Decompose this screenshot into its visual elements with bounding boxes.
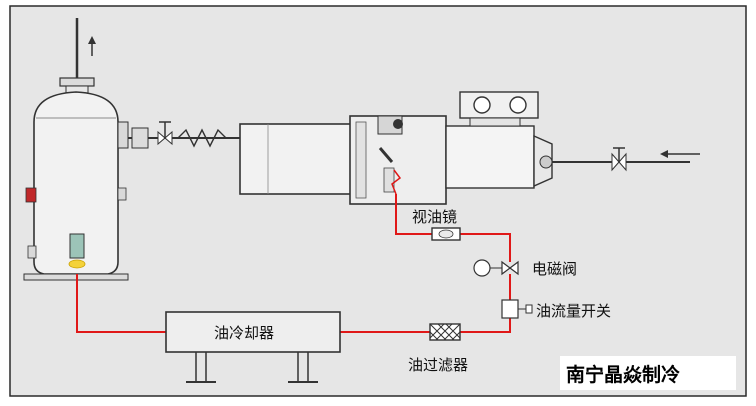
flow-switch-body [501,299,519,319]
suction-line [552,147,690,172]
sight-glass-label: 视油镜 [412,208,457,226]
separator-shell [33,91,119,275]
inflow-arrow-head [660,150,668,158]
side-outlet-nozzle [117,121,129,149]
oil-line-to-cooler [76,274,166,333]
oil-outlet-valve [69,233,85,259]
side-port-left [27,245,37,259]
oil-filter-label: 油过滤器 [408,356,468,374]
control-knob [393,119,403,129]
capacity-indicator [378,147,394,163]
flow-arrows [88,36,700,158]
oil-filter [429,323,461,341]
sight-glass-lens [438,229,454,239]
suction-port [539,155,553,169]
oil-line-filter-to-flow-switch [460,318,511,333]
solenoid-valve-label: 电磁阀 [532,260,577,278]
discharge-flange [131,127,149,149]
watermark-background [560,356,736,390]
oil-line-solenoid-to-sight-glass [460,233,511,262]
compressor-body [239,123,353,195]
oil-filter-body [429,323,461,341]
terminal-port-2 [509,96,527,114]
solenoid-coil [473,259,491,277]
oil-injection-line [391,169,402,195]
oil-cooler-label: 油冷却器 [214,324,274,342]
discharge-line [128,121,240,149]
oil-flow-switch [501,299,533,319]
flexible-hose [177,128,227,148]
oil-cooler [165,311,341,383]
oil-injection-port [383,167,395,193]
oil-flow-switch-label: 油流量开关 [536,302,611,320]
solenoid-valve-body [501,260,519,276]
top-flange [59,77,95,87]
upward-flow-arrow-head [88,36,96,44]
solenoid-valve [473,259,519,277]
oil-separator-vessel [23,18,129,281]
oil-level-glow [68,259,86,269]
red-level-indicator [25,187,37,203]
screw-compressor [239,91,553,205]
sight-glass [431,227,461,241]
motor-housing [445,125,535,189]
housing-rib [355,121,367,199]
oil-cooler-body [165,311,341,353]
watermark-text: 南宁晶焱制冷 [566,363,680,386]
terminal-port-1 [473,96,491,114]
side-port [117,187,127,201]
oil-line-to-compressor [395,194,432,235]
oil-filter-mesh [429,323,461,341]
flow-switch-sensor [525,304,533,314]
terminal-base [469,117,521,127]
